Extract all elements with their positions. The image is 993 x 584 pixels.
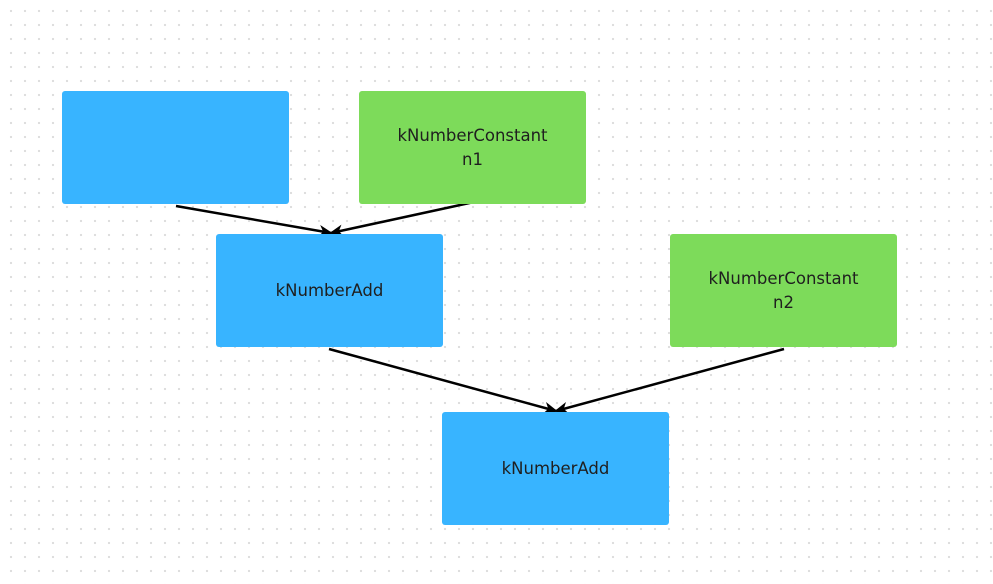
node-unlabeled[interactable] — [62, 91, 289, 204]
edge-n2-to-add2[interactable] — [554, 347, 785, 414]
node-number-constant-n1[interactable]: kNumberConstant n1 — [359, 91, 586, 204]
edge-add1-to-add2[interactable] — [328, 347, 558, 414]
node-type-label: kNumberAdd — [501, 458, 610, 478]
edge-empty-to-add1[interactable] — [175, 204, 333, 237]
node-type-label: kNumberConstant — [397, 125, 548, 145]
node-type-label: kNumberConstant — [708, 268, 859, 288]
node-number-add-2[interactable]: kNumberAdd — [442, 412, 669, 525]
node-name-label: n1 — [462, 149, 483, 169]
node-number-add-1[interactable]: kNumberAdd — [216, 234, 443, 347]
node-number-constant-n2[interactable]: kNumberConstant n2 — [670, 234, 897, 347]
node-name-label: n2 — [773, 292, 794, 312]
node-type-label: kNumberAdd — [275, 280, 384, 300]
edge-n1-to-add1[interactable] — [329, 200, 475, 237]
